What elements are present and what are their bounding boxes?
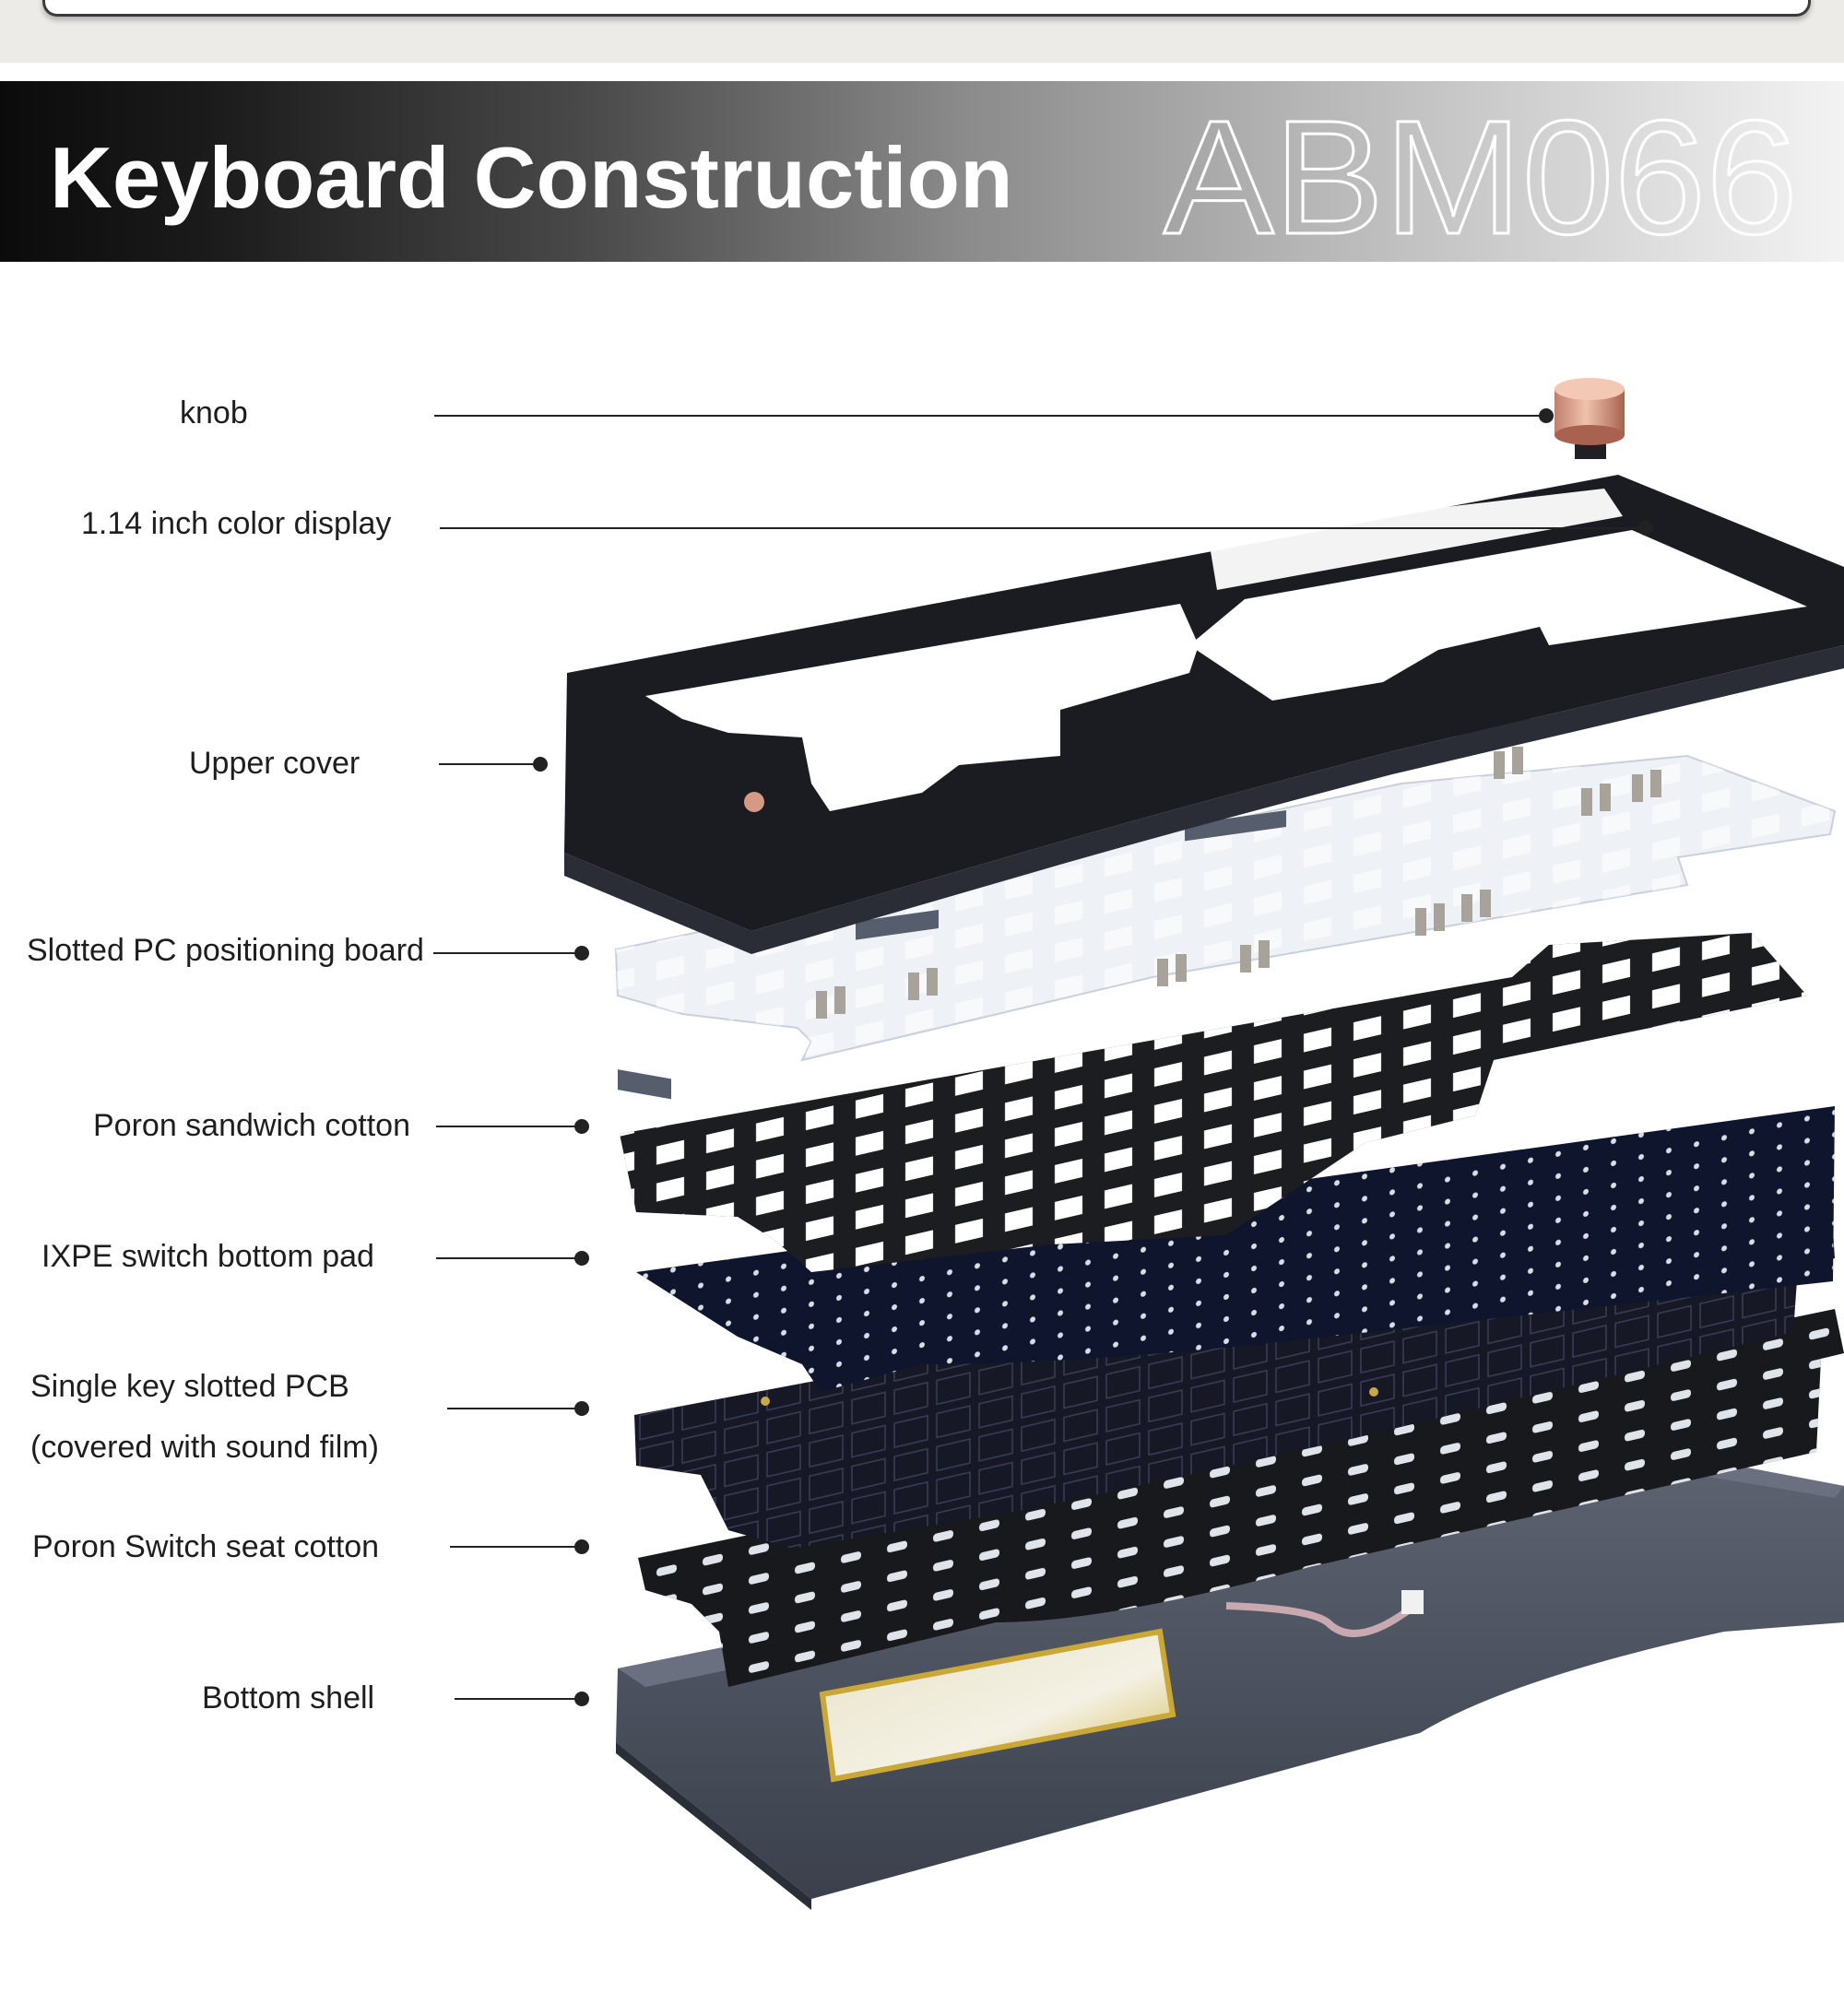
label-display: 1.14 inch color display [81, 506, 392, 541]
poron-sandwich-cotton [620, 933, 1807, 1272]
label-poron-sandwich: Poron sandwich cotton [93, 1108, 410, 1143]
label-ixpe-pad: IXPE switch bottom pad [41, 1239, 374, 1274]
model-name: ABM066 [1164, 88, 1798, 262]
model-outline-text: ABM066 [1163, 87, 1800, 263]
label-upper-cover: Upper cover [189, 746, 361, 781]
label-pcb: Single key slotted PCB [30, 1369, 349, 1404]
section-banner [0, 81, 1844, 262]
poron-switch-seat-cotton [638, 1309, 1844, 1687]
upper-cover [564, 475, 1844, 954]
knob-illustration [1554, 378, 1625, 459]
label-knob: knob [180, 395, 248, 430]
section-title: Keyboard Construction [50, 129, 1013, 226]
label-pc-board: Slotted PC positioning board [27, 933, 424, 968]
leader-lines [433, 415, 1646, 1700]
leader-dots [533, 408, 1653, 1706]
label-bottom-shell: Bottom shell [202, 1680, 375, 1715]
label-pcb-sub: (covered with sound film) [30, 1430, 379, 1465]
label-poron-seat: Poron Switch seat cotton [32, 1529, 380, 1564]
battery [819, 1590, 1424, 1783]
